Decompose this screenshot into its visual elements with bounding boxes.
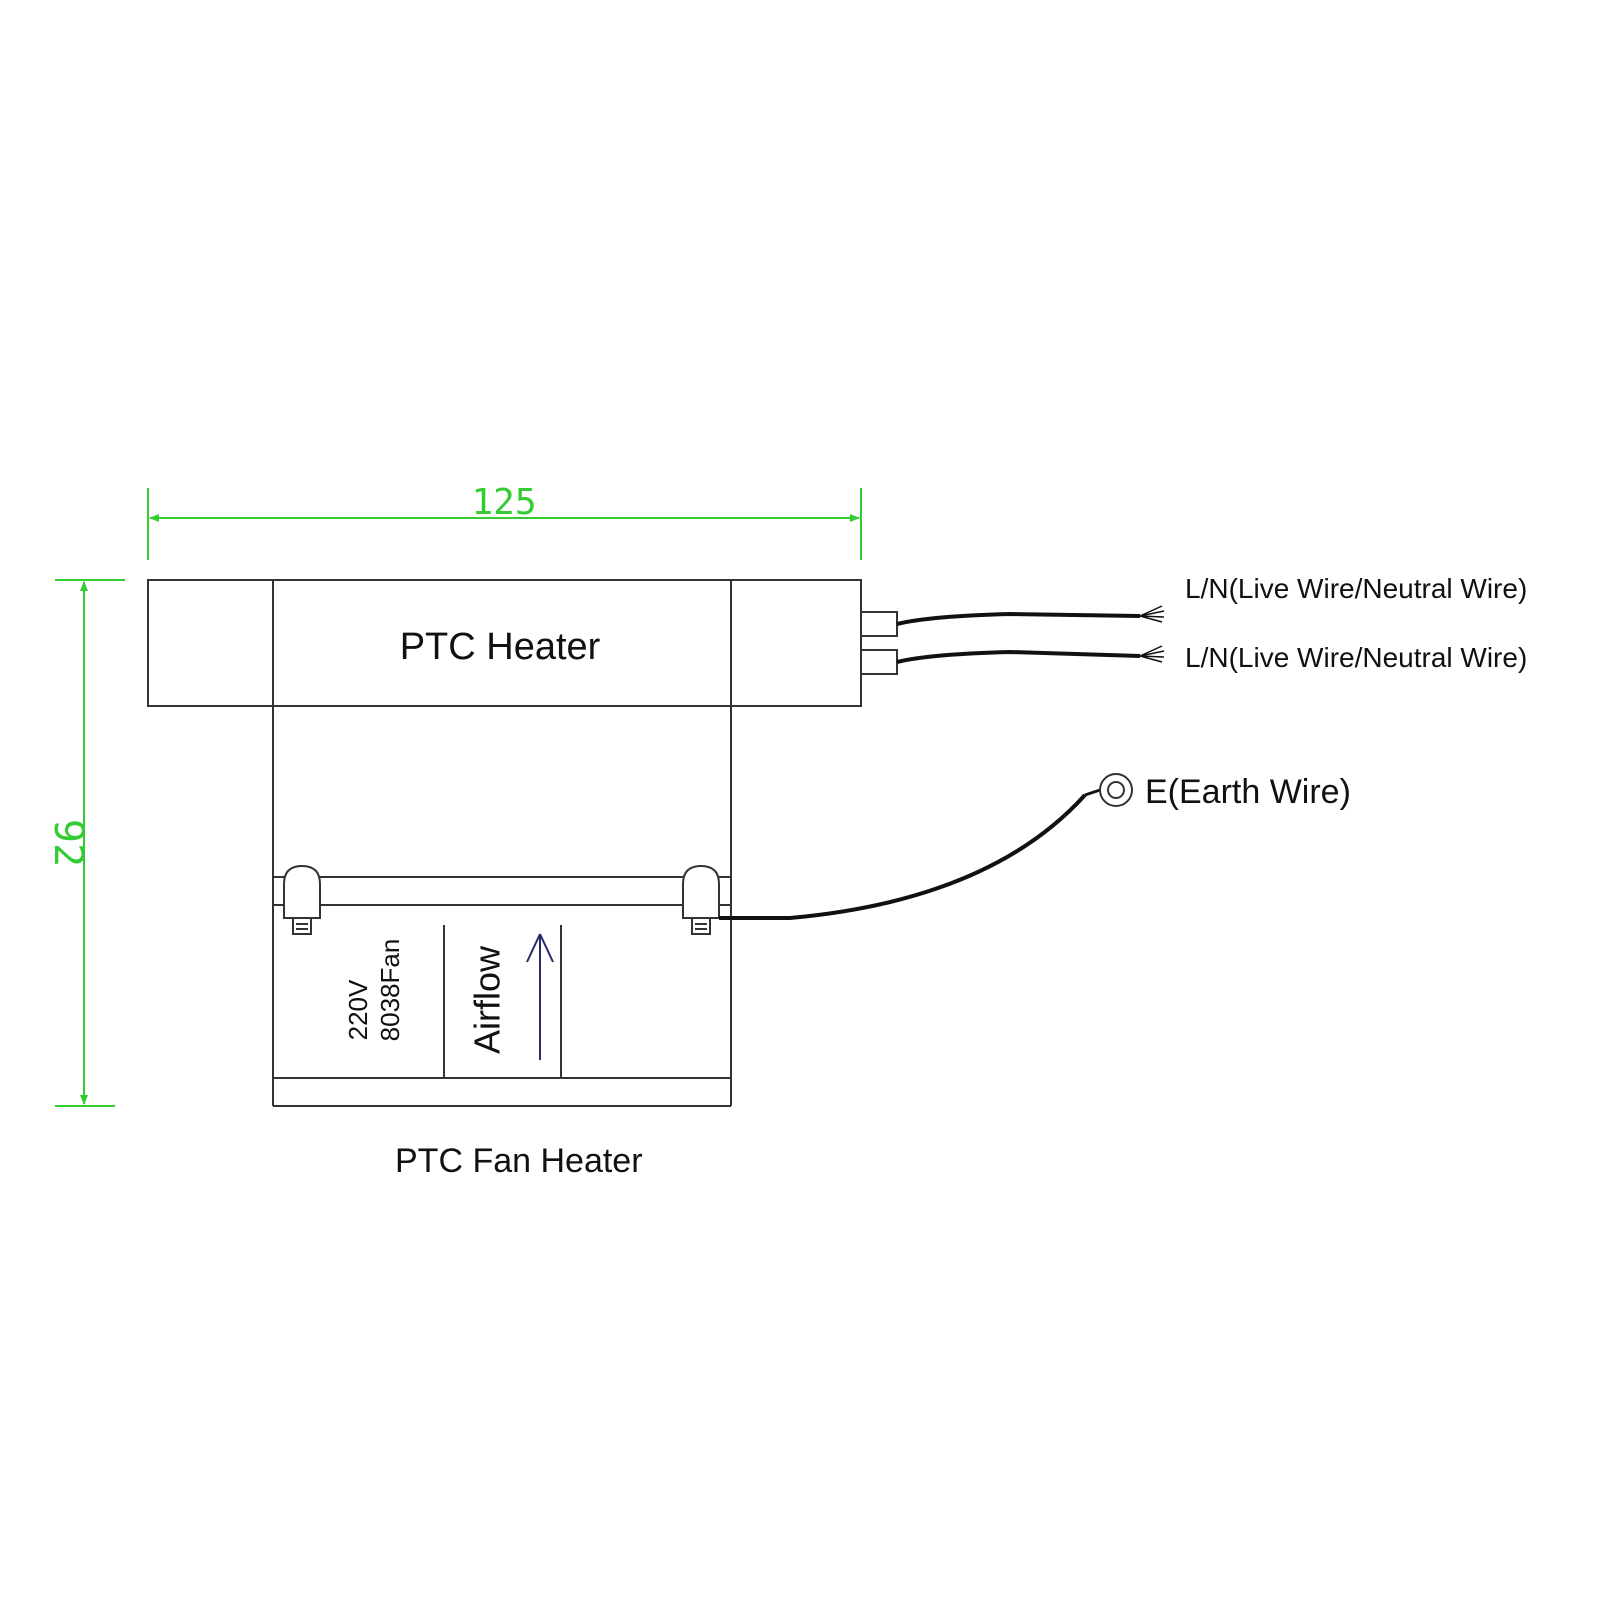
width-dimension-label: 125 — [471, 482, 536, 523]
wire-connector-2 — [860, 649, 898, 675]
left-screw — [283, 864, 321, 935]
airflow-arrow-icon — [526, 933, 554, 1060]
fan-model-label: 8038Fan — [375, 939, 405, 1042]
width-dimension: 125 — [147, 482, 862, 560]
fan-housing — [272, 706, 732, 1107]
earth-ring-terminal-icon — [1099, 773, 1133, 807]
height-dimension: 92 — [45, 579, 125, 1107]
wire-connector-1 — [860, 611, 898, 637]
height-dimension-label: 92 — [45, 819, 91, 867]
ptc-heater-block — [147, 579, 862, 707]
fan-voltage-label: 220V — [343, 979, 373, 1040]
earth-wire-label: E(Earth Wire) — [1145, 773, 1351, 811]
diagram-caption: PTC Fan Heater — [395, 1142, 643, 1180]
live-neutral-wire-label-1: L/N(Live Wire/Neutral Wire) — [1185, 573, 1527, 604]
live-neutral-wire-label-2: L/N(Live Wire/Neutral Wire) — [1185, 642, 1527, 673]
ptc-heater-label: PTC Heater — [400, 626, 601, 668]
earth-wire — [719, 788, 1101, 920]
live-neutral-wire-2 — [896, 645, 1165, 664]
live-neutral-wire-1 — [896, 605, 1165, 626]
airflow-label: Airflow — [467, 945, 508, 1054]
right-screw — [682, 864, 720, 935]
